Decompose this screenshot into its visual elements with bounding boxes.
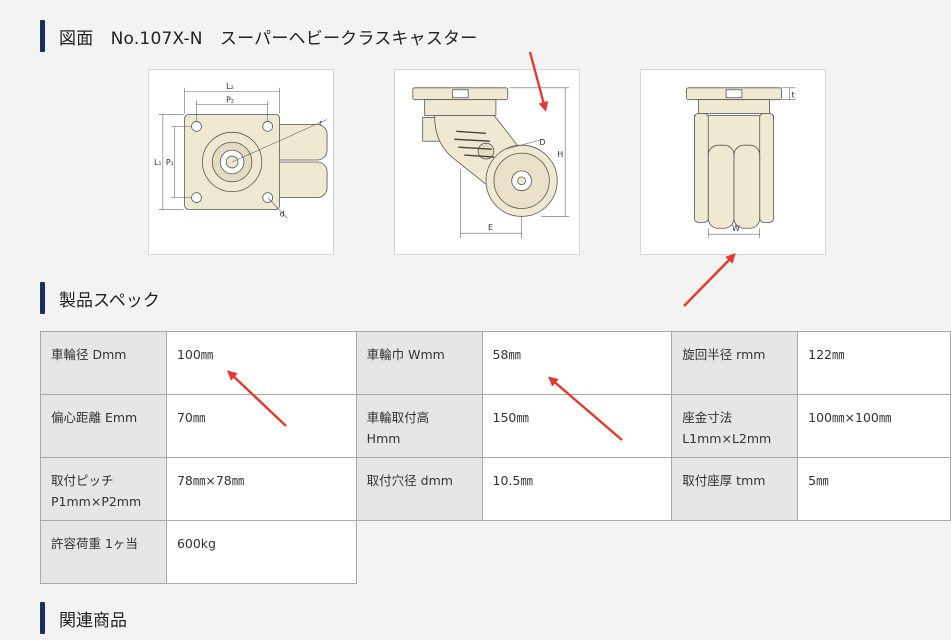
spec-value: 600kg: [165, 520, 357, 584]
top-view-svg: L₂ P₂ L₁ P₁ r d: [154, 82, 328, 219]
heading-text: 図面 No.107X-N スーパーヘビークラスキャスター: [59, 28, 478, 49]
drawing-top-view: L₂ P₂ L₁ P₁ r d: [148, 69, 334, 255]
heading-accent-bar: [40, 20, 45, 52]
spec-value: 78㎜×78㎜: [165, 457, 357, 521]
spec-label: 車輪径 Dmm: [40, 331, 167, 395]
front-view-svg: t W: [686, 87, 796, 239]
label-p1: P₁: [166, 158, 174, 167]
spec-label: 偏心距離 Emm: [40, 394, 167, 458]
spec-value: 10.5㎜: [481, 457, 673, 521]
drawing-front-view: t W: [640, 69, 826, 255]
table-row: 車輪径 Dmm 100㎜ 車輪巾 Wmm 58㎜ 旋回半径 rmm 122㎜: [40, 331, 951, 395]
spec-label: 許容荷重 1ヶ当: [40, 520, 167, 584]
spec-value: 58㎜: [481, 331, 673, 395]
label-d-hole: d: [280, 209, 285, 218]
heading-accent-bar: [40, 602, 45, 634]
drawing-side-view: D H E: [394, 69, 580, 255]
label-p2: P₂: [226, 96, 234, 105]
side-view-svg: D H E: [412, 87, 570, 239]
label-l1: L₁: [154, 158, 162, 167]
spec-value: 122㎜: [797, 331, 951, 395]
spec-table: 車輪径 Dmm 100㎜ 車輪巾 Wmm 58㎜ 旋回半径 rmm 122㎜ 偏…: [40, 331, 951, 584]
section-heading-drawing: 図面 No.107X-N スーパーヘビークラスキャスター: [40, 20, 477, 52]
spec-label: 車輪巾 Wmm: [355, 331, 483, 395]
heading-accent-bar: [40, 282, 45, 314]
table-row: 許容荷重 1ヶ当 600kg: [40, 520, 951, 584]
label-l2: L₂: [226, 82, 234, 91]
spec-value: 100㎜: [165, 331, 357, 395]
spec-label: 取付穴径 dmm: [355, 457, 483, 521]
label-t: t: [791, 91, 794, 100]
spec-value: 5㎜: [797, 457, 951, 521]
label-r: r: [319, 118, 323, 127]
arrow-to-wheel-width: [683, 253, 736, 307]
spec-value: 100㎜×100㎜: [797, 394, 951, 458]
section-heading-spec: 製品スペック: [40, 282, 160, 314]
heading-text: 関連商品: [59, 610, 127, 631]
label-h: H: [557, 150, 563, 159]
label-e: E: [488, 223, 493, 232]
empty-cell: [356, 520, 951, 584]
spec-value: 150㎜: [481, 394, 673, 458]
label-d: D: [539, 138, 545, 147]
spec-label: 旋回半径 rmm: [671, 331, 799, 395]
spec-label: 取付座厚 tmm: [671, 457, 799, 521]
heading-text: 製品スペック: [59, 290, 160, 311]
label-w: W: [732, 224, 740, 233]
section-heading-related: 関連商品: [40, 602, 127, 634]
spec-value: 70㎜: [165, 394, 357, 458]
